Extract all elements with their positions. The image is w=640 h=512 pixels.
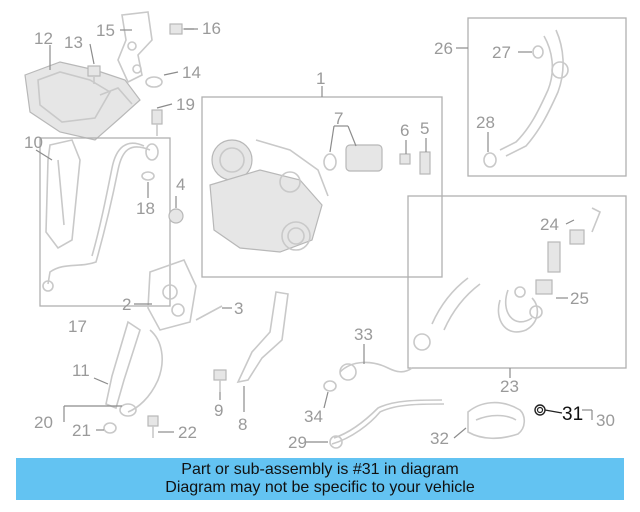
bolt-9-drawing	[213, 369, 227, 392]
hose-group-box-23	[407, 195, 627, 369]
banner-line-1: Part or sub-assembly is #31 in diagram	[181, 461, 459, 478]
callout-17: 17	[68, 317, 87, 336]
return-pipe-11-drawing	[105, 320, 163, 417]
seal-18-drawing	[141, 171, 155, 181]
callout-30: 30	[596, 411, 615, 430]
oil-line-17-drawing	[42, 142, 159, 292]
bracket-15-drawing	[117, 11, 153, 84]
bolt-22-drawing	[147, 415, 159, 438]
callout-23: 23	[500, 377, 519, 396]
oring-34-drawing	[323, 380, 337, 392]
gasket-2-drawing	[147, 259, 197, 331]
sensor-5-drawing	[419, 151, 431, 175]
hose-33-drawing	[339, 361, 413, 381]
callout-24: 24	[540, 215, 559, 234]
callout-13: 13	[64, 33, 83, 52]
heat-shield-drawing	[24, 61, 141, 141]
callout-18: 18	[136, 199, 155, 218]
seal-21-drawing	[103, 422, 117, 434]
oil-line-box-17	[39, 137, 171, 307]
callout-2: 2	[122, 295, 131, 314]
callout-34: 34	[304, 407, 323, 426]
pipe-29-drawing	[329, 399, 445, 449]
callout-33: 33	[354, 325, 373, 344]
callout-14: 14	[182, 63, 201, 82]
oring-31-drawing	[534, 404, 546, 416]
callout-15: 15	[96, 21, 115, 40]
hose-group-23-drawing	[413, 207, 602, 351]
callout-16: 16	[202, 19, 221, 38]
callout-10: 10	[24, 133, 43, 152]
callout-32: 32	[430, 429, 449, 448]
leader-lines	[35, 28, 593, 443]
callout-29: 29	[288, 433, 307, 452]
bracket-8-drawing	[236, 291, 289, 384]
plug-4-drawing	[168, 208, 184, 224]
callout-26: 26	[434, 39, 453, 58]
oring-14-drawing	[145, 76, 163, 88]
callout-25: 25	[570, 289, 589, 308]
stud-3-drawing	[195, 305, 223, 321]
callout-8: 8	[238, 415, 247, 434]
callout-31-highlighted: 31	[562, 404, 583, 425]
bolt-19-drawing	[151, 109, 163, 136]
callout-6: 6	[400, 121, 409, 140]
info-banner: Part or sub-assembly is #31 in diagram D…	[16, 458, 624, 500]
callout-7: 7	[334, 109, 343, 128]
callout-28: 28	[476, 113, 495, 132]
callout-12: 12	[34, 29, 53, 48]
callout-19: 19	[176, 95, 195, 114]
callout-9: 9	[214, 401, 223, 420]
shield-10-drawing	[45, 139, 81, 250]
turbocharger-drawing	[209, 139, 329, 253]
callout-3: 3	[234, 299, 243, 318]
callout-20: 20	[34, 413, 53, 432]
bolt-13-drawing	[87, 65, 101, 84]
banner-line-2: Diagram may not be specific to your vehi…	[165, 479, 475, 496]
actuator-7-drawing	[323, 144, 383, 172]
pipe-27-28-drawing	[483, 29, 569, 168]
hose-32-drawing	[467, 401, 526, 440]
callout-5: 5	[420, 119, 429, 138]
callout-11: 11	[72, 361, 90, 380]
callout-22: 22	[178, 423, 197, 442]
pipe-group-box-26	[467, 17, 627, 177]
bolt-6-drawing	[399, 153, 411, 165]
callout-1: 1	[316, 69, 325, 88]
callout-21: 21	[72, 421, 91, 440]
callout-4: 4	[176, 175, 185, 194]
callout-27: 27	[492, 43, 511, 62]
